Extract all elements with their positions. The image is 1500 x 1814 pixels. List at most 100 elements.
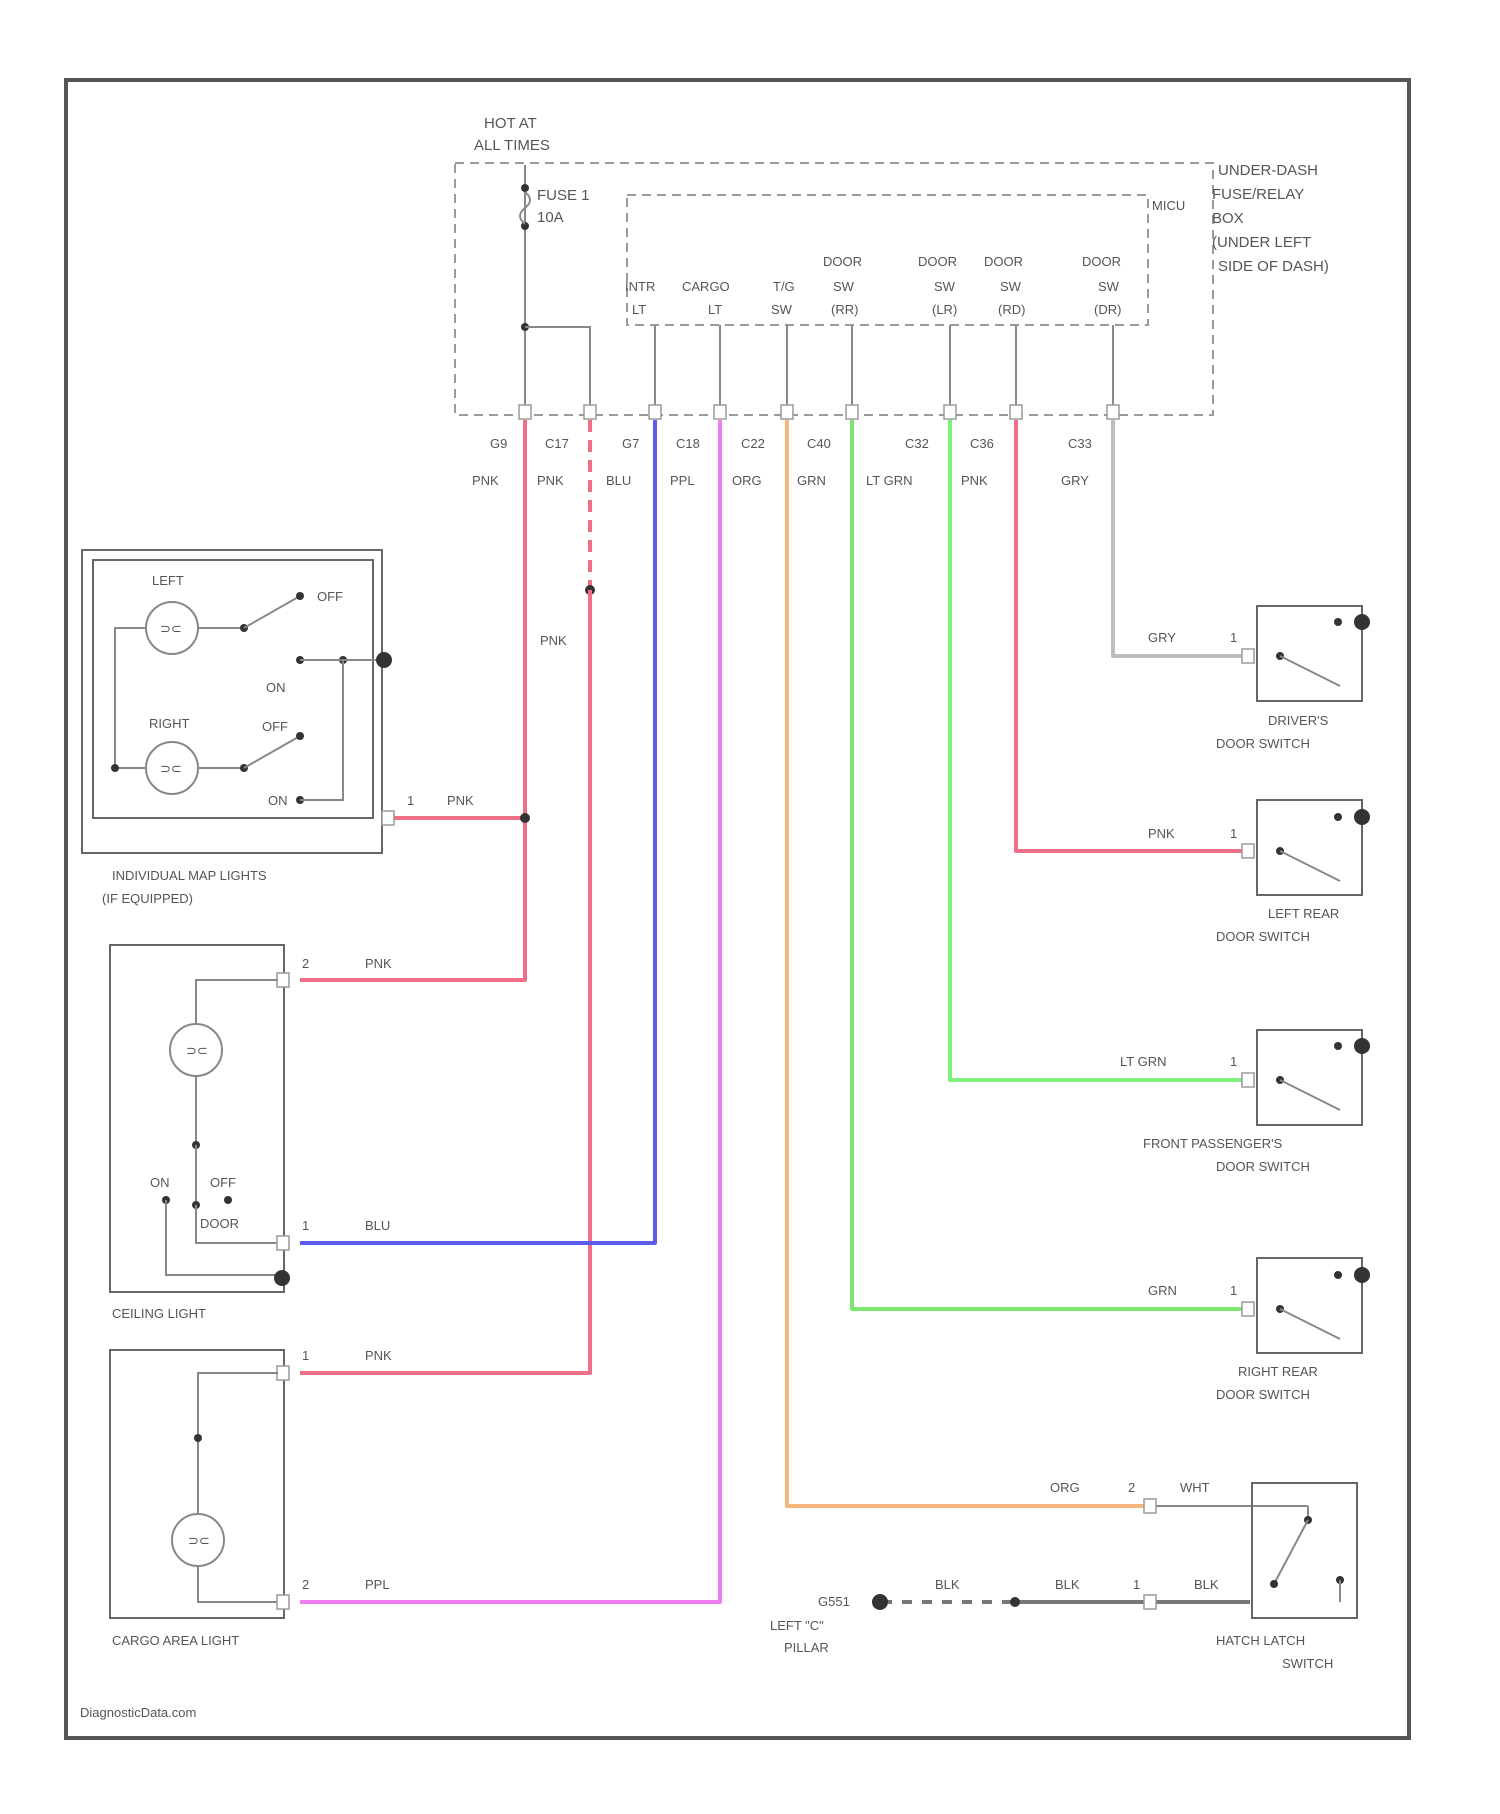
ceiling-light: 2 PNK ⊃⊂ ON OFF DOOR 1 BLU CEILING LIGHT <box>110 945 392 1321</box>
hatch-latch-switch: ORG 2 WHT 1 BLK BLK BLK G551 LEFT "C" PI… <box>770 1480 1357 1671</box>
hot-label-2: ALL TIMES <box>474 137 550 154</box>
svg-text:CARGO: CARGO <box>682 279 730 294</box>
svg-text:DOOR: DOOR <box>1082 254 1121 269</box>
fuse-box-title-2: FUSE/RELAY <box>1212 186 1304 203</box>
ceiling-wire2-label: PNK <box>365 956 392 971</box>
svg-text:⊃⊂: ⊃⊂ <box>160 761 182 776</box>
hot-label-1: HOT AT <box>484 115 537 132</box>
micu-out-tg-sw: T/G SW <box>771 279 795 317</box>
svg-text:⊃⊂: ⊃⊂ <box>186 1043 208 1058</box>
micu-out-door-rr: DOOR SW (RR) <box>823 254 862 317</box>
left-rear-door-switch: PNK 1 LEFT REAR DOOR SWITCH <box>1148 800 1370 944</box>
ceiling-off-label: OFF <box>210 1175 236 1190</box>
cargo-wire1-label: PNK <box>365 1348 392 1363</box>
hatch-blk3-label: BLK <box>1194 1577 1219 1592</box>
fuse-box-title-4: (UNDER LEFT <box>1212 234 1311 251</box>
lr-caption-1: LEFT REAR <box>1268 906 1339 921</box>
fuse-box-title-1: UNDER-DASH <box>1218 162 1318 179</box>
map-lights: LEFT ⊃⊂ RIGHT ⊃⊂ OFF OFF ON ON 1 PNK IND… <box>82 550 474 906</box>
cargo-pin2-label: 2 <box>302 1577 309 1592</box>
ground-loc-1: LEFT "C" <box>770 1618 824 1633</box>
fuse-label-1: FUSE 1 <box>537 187 590 204</box>
cargo-caption: CARGO AREA LIGHT <box>112 1633 239 1648</box>
driver-pin-label: 1 <box>1230 630 1237 645</box>
ceiling-pin2-label: 2 <box>302 956 309 971</box>
fp-caption-2: DOOR SWITCH <box>1216 1159 1310 1174</box>
svg-text:PNK: PNK <box>472 473 499 488</box>
pnk-riser-label: PNK <box>540 633 567 648</box>
lr-pin-label: 1 <box>1230 826 1237 841</box>
svg-text:SW: SW <box>934 279 956 294</box>
hatch-pin2-label: 2 <box>1128 1480 1135 1495</box>
rr-pin-label: 1 <box>1230 1283 1237 1298</box>
svg-text:ORG: ORG <box>732 473 762 488</box>
svg-text:(RR): (RR) <box>831 302 858 317</box>
wire-gry-c33 <box>1113 420 1244 656</box>
hatch-caption-1: HATCH LATCH <box>1216 1633 1305 1648</box>
ceiling-pin1-label: 1 <box>302 1218 309 1233</box>
rr-caption-2: DOOR SWITCH <box>1216 1387 1310 1402</box>
map-right-label: RIGHT <box>149 716 190 731</box>
driver-door-switch: GRY 1 DRIVER'S DOOR SWITCH <box>1148 606 1370 751</box>
svg-text:T/G: T/G <box>773 279 795 294</box>
svg-text:DOOR: DOOR <box>823 254 862 269</box>
svg-text:INTR: INTR <box>625 279 655 294</box>
map-pin-label: 1 <box>407 793 414 808</box>
fp-wire-label: LT GRN <box>1120 1054 1166 1069</box>
micu-out-door-dr: DOOR SW (DR) <box>1082 254 1121 317</box>
svg-text:GRN: GRN <box>797 473 826 488</box>
fp-caption-1: FRONT PASSENGER'S <box>1143 1136 1283 1151</box>
driver-caption-1: DRIVER'S <box>1268 713 1329 728</box>
terminal-wire-colors: PNK PNK BLU PPL ORG GRN LT GRN PNK GRY <box>472 473 1089 488</box>
cargo-pin1-label: 1 <box>302 1348 309 1363</box>
driver-wire-label: GRY <box>1148 630 1176 645</box>
driver-caption-2: DOOR SWITCH <box>1216 736 1310 751</box>
map-caption-2: (IF EQUIPPED) <box>102 891 193 906</box>
splice-map <box>520 813 530 823</box>
micu-out-intr-lt: INTR LT <box>625 279 655 317</box>
wire-pnk-c36 <box>1016 420 1244 851</box>
hatch-org-label: ORG <box>1050 1480 1080 1495</box>
ceiling-on-label: ON <box>150 1175 170 1190</box>
wire-blu-g7 <box>300 420 655 1243</box>
hatch-pin1-label: 1 <box>1133 1577 1140 1592</box>
front-passenger-door-switch: LT GRN 1 FRONT PASSENGER'S DOOR SWITCH <box>1120 1030 1370 1174</box>
svg-text:PNK: PNK <box>961 473 988 488</box>
ground-loc-2: PILLAR <box>784 1640 829 1655</box>
watermark: DiagnosticData.com <box>80 1705 196 1720</box>
fuse-box-title-5: SIDE OF DASH) <box>1218 258 1329 275</box>
svg-text:⊃⊂: ⊃⊂ <box>188 1533 210 1548</box>
svg-text:C36: C36 <box>970 436 994 451</box>
svg-text:C18: C18 <box>676 436 700 451</box>
svg-text:PNK: PNK <box>537 473 564 488</box>
svg-text:SW: SW <box>1098 279 1120 294</box>
terminal-labels: G9 C17 G7 C18 C22 C40 C32 C36 C33 <box>490 436 1092 451</box>
hatch-caption-2: SWITCH <box>1282 1656 1333 1671</box>
right-rear-door-switch: GRN 1 RIGHT REAR DOOR SWITCH <box>1148 1258 1370 1402</box>
map-off2-label: OFF <box>262 719 288 734</box>
svg-text:C33: C33 <box>1068 436 1092 451</box>
svg-text:LT: LT <box>632 302 646 317</box>
svg-text:LT GRN: LT GRN <box>866 473 912 488</box>
wire-ltgrn-c32 <box>950 420 1244 1080</box>
micu-out-door-rd: DOOR SW (RD) <box>984 254 1025 317</box>
svg-text:⊃⊂: ⊃⊂ <box>160 621 182 636</box>
svg-text:C40: C40 <box>807 436 831 451</box>
rr-wire-label: GRN <box>1148 1283 1177 1298</box>
map-on1-label: ON <box>266 680 286 695</box>
ceiling-door-label: DOOR <box>200 1216 239 1231</box>
wire-grn-c40 <box>852 420 1244 1309</box>
hatch-splice <box>1010 1597 1020 1607</box>
wire-org-c22 <box>787 420 1144 1506</box>
lr-caption-2: DOOR SWITCH <box>1216 929 1310 944</box>
svg-text:G7: G7 <box>622 436 639 451</box>
svg-text:PPL: PPL <box>670 473 695 488</box>
fuse-relay-box: HOT AT ALL TIMES FUSE 1 10A MICU UNDER-D… <box>455 115 1329 488</box>
fuse-split-line <box>525 327 590 408</box>
cargo-wire2-label: PPL <box>365 1577 390 1592</box>
fp-pin-label: 1 <box>1230 1054 1237 1069</box>
svg-text:BLU: BLU <box>606 473 631 488</box>
svg-text:SW: SW <box>833 279 855 294</box>
wire-pnk-g9 <box>300 420 525 980</box>
svg-text:(LR): (LR) <box>932 302 957 317</box>
